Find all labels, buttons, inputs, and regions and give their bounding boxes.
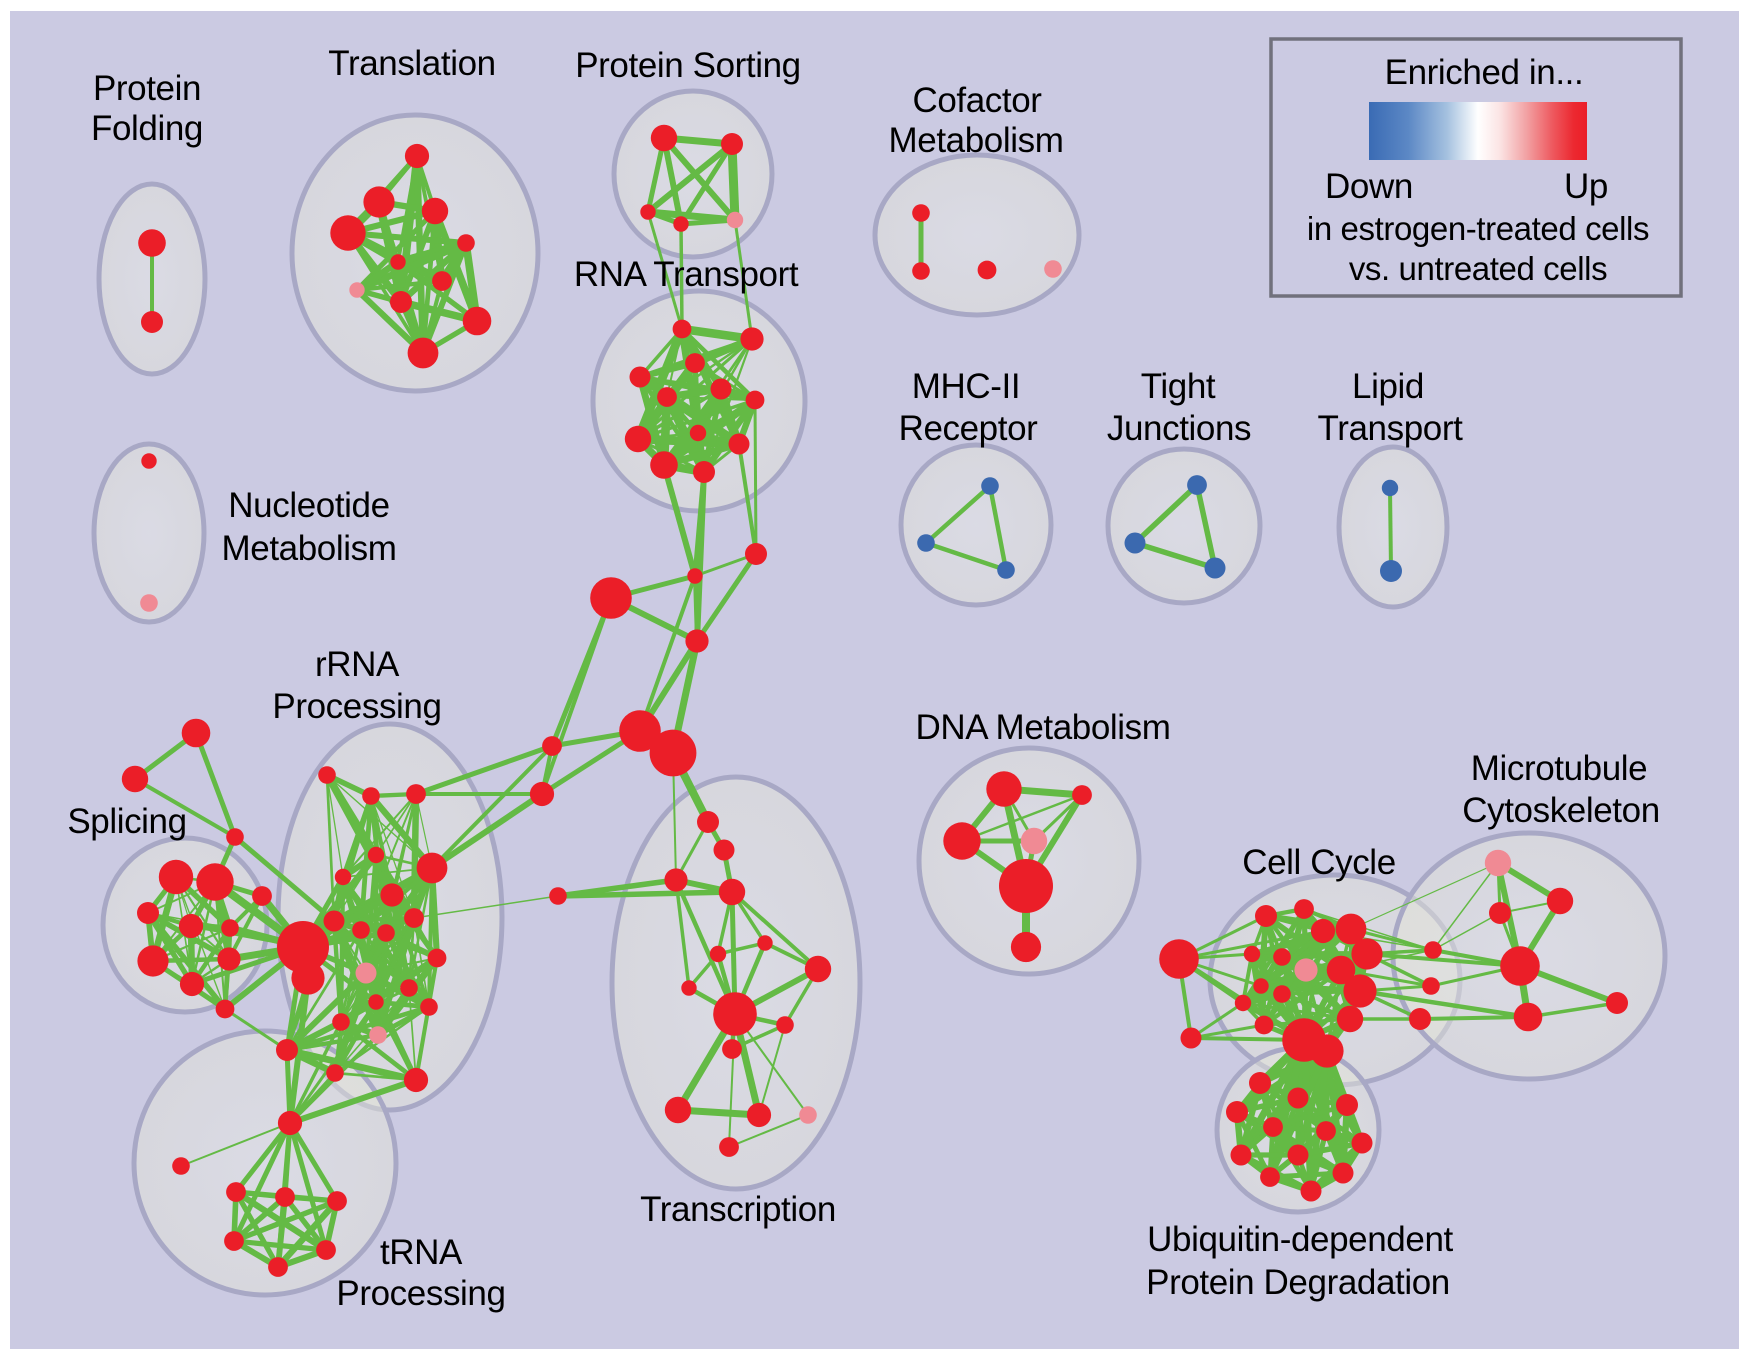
svg-text:Cell Cycle: Cell Cycle	[1242, 843, 1396, 882]
svg-text:in estrogen-treated cells: in estrogen-treated cells	[1307, 210, 1649, 247]
svg-text:Transcription: Transcription	[640, 1190, 836, 1229]
svg-text:rRNA: rRNA	[315, 645, 400, 684]
svg-text:DNA Metabolism: DNA Metabolism	[915, 708, 1170, 747]
svg-text:Protein Sorting: Protein Sorting	[575, 46, 801, 85]
svg-text:Enriched in...: Enriched in...	[1385, 53, 1584, 92]
svg-text:Processing: Processing	[272, 687, 441, 726]
svg-text:Up: Up	[1564, 167, 1608, 206]
svg-text:Receptor: Receptor	[899, 409, 1039, 448]
svg-text:MHC-II: MHC-II	[912, 367, 1020, 406]
svg-text:Tight: Tight	[1141, 367, 1216, 406]
svg-text:Protein Degradation: Protein Degradation	[1146, 1263, 1450, 1302]
svg-text:Ubiquitin-dependent: Ubiquitin-dependent	[1147, 1220, 1453, 1259]
svg-text:Splicing: Splicing	[67, 802, 186, 841]
svg-text:Lipid: Lipid	[1352, 367, 1424, 406]
svg-text:vs. untreated cells: vs. untreated cells	[1349, 250, 1607, 287]
svg-text:Transport: Transport	[1318, 409, 1464, 448]
svg-text:Translation: Translation	[328, 44, 495, 83]
svg-text:Cytoskeleton: Cytoskeleton	[1462, 791, 1660, 830]
svg-text:Protein: Protein	[93, 69, 201, 108]
svg-text:Metabolism: Metabolism	[889, 121, 1064, 160]
svg-text:Metabolism: Metabolism	[222, 529, 397, 568]
svg-text:Microtubule: Microtubule	[1471, 749, 1648, 788]
svg-text:Down: Down	[1325, 167, 1413, 206]
svg-text:tRNA: tRNA	[380, 1233, 463, 1272]
svg-text:RNA Transport: RNA Transport	[574, 255, 799, 294]
svg-text:Junctions: Junctions	[1107, 409, 1251, 448]
svg-text:Folding: Folding	[91, 109, 203, 148]
svg-text:Cofactor: Cofactor	[912, 81, 1042, 120]
svg-text:Nucleotide: Nucleotide	[228, 486, 389, 525]
svg-text:Processing: Processing	[336, 1274, 505, 1313]
